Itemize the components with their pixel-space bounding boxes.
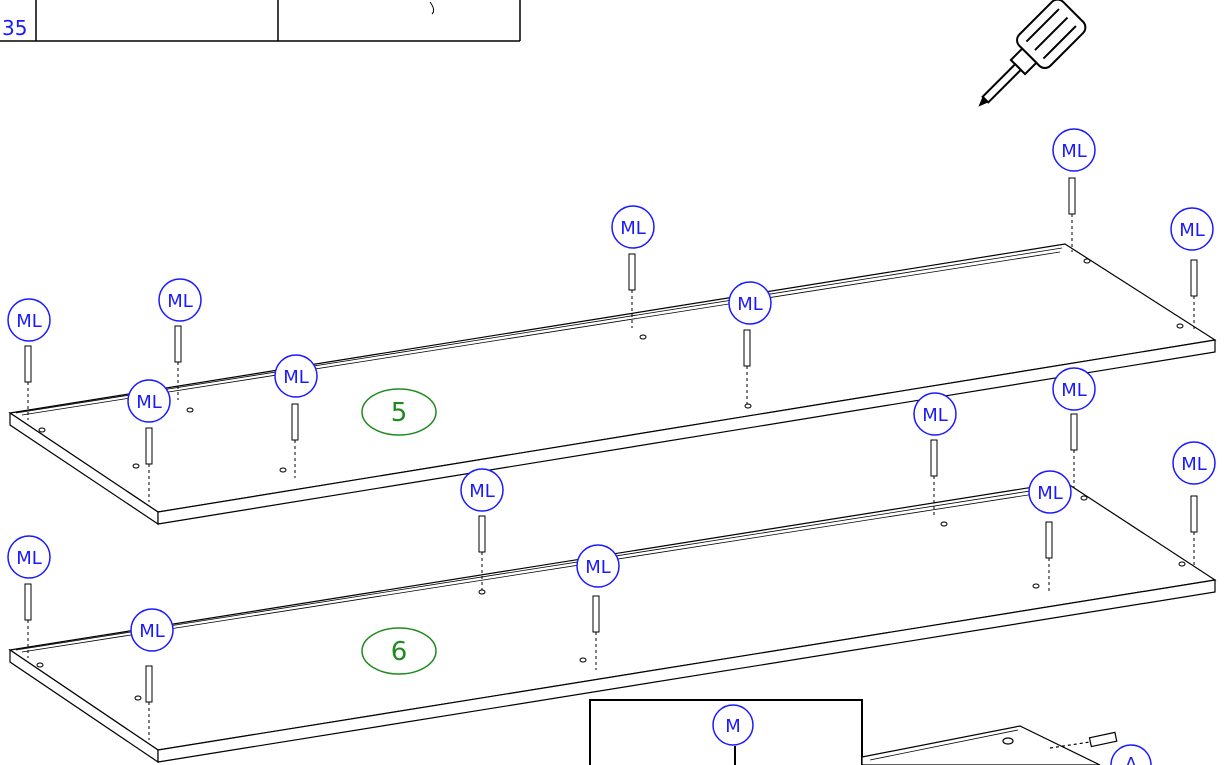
ml-label: ML xyxy=(16,311,42,332)
ml-label: ML xyxy=(469,481,495,502)
panel-5-label-group: 5 xyxy=(361,388,437,436)
panel-6-label: 6 xyxy=(391,637,408,667)
ml-label: ML xyxy=(1181,454,1207,475)
cam-pin xyxy=(1070,413,1078,488)
panel-6-label-group: 6 xyxy=(361,627,437,675)
cam-pin xyxy=(1068,177,1076,252)
ml-label: ML xyxy=(1061,141,1087,162)
detail-m-label: M xyxy=(725,716,741,737)
cam-pins xyxy=(24,177,1198,740)
cam-pin xyxy=(1190,259,1198,330)
parts-table xyxy=(0,0,521,42)
lower-panel-partial xyxy=(861,725,1118,765)
detail-inset: M xyxy=(589,699,863,765)
cam-pin xyxy=(628,253,636,328)
cam-pin xyxy=(291,403,299,478)
cam-pin xyxy=(743,329,751,404)
dowel-a-label: A xyxy=(1125,754,1138,765)
ml-label: ML xyxy=(1061,380,1087,401)
ml-label: ML xyxy=(585,557,611,578)
ml-label: ML xyxy=(283,367,309,388)
cam-pin xyxy=(24,345,32,420)
panel-5-label: 5 xyxy=(391,398,408,428)
parts-table-number: 35 xyxy=(2,16,27,40)
ml-label: ML xyxy=(167,291,193,312)
ml-callouts xyxy=(7,128,1216,652)
ml-label: ML xyxy=(139,621,165,642)
cam-pin xyxy=(24,583,32,658)
ml-callout-labels: ML ML ML ML ML ML ML ML ML ML ML ML ML M… xyxy=(16,141,1207,642)
cam-pin xyxy=(592,595,600,670)
ml-label: ML xyxy=(136,392,162,413)
cam-pin xyxy=(1190,495,1198,568)
cam-pin xyxy=(145,665,153,740)
ml-label: ML xyxy=(922,405,948,426)
ml-label: ML xyxy=(620,218,646,239)
ml-label: ML xyxy=(16,548,42,569)
dowel-callout: A xyxy=(1110,744,1152,765)
cam-pin xyxy=(1045,521,1053,594)
panel-6 xyxy=(8,481,1217,764)
cam-pin xyxy=(930,439,938,516)
cam-pin xyxy=(478,515,486,590)
cam-pin xyxy=(174,325,182,400)
panel-5 xyxy=(8,243,1217,526)
ml-label: ML xyxy=(737,294,763,315)
screwdriver-icon xyxy=(978,0,1087,107)
ml-label: ML xyxy=(1037,483,1063,504)
cam-pin xyxy=(145,427,153,502)
ml-label: ML xyxy=(1179,220,1205,241)
